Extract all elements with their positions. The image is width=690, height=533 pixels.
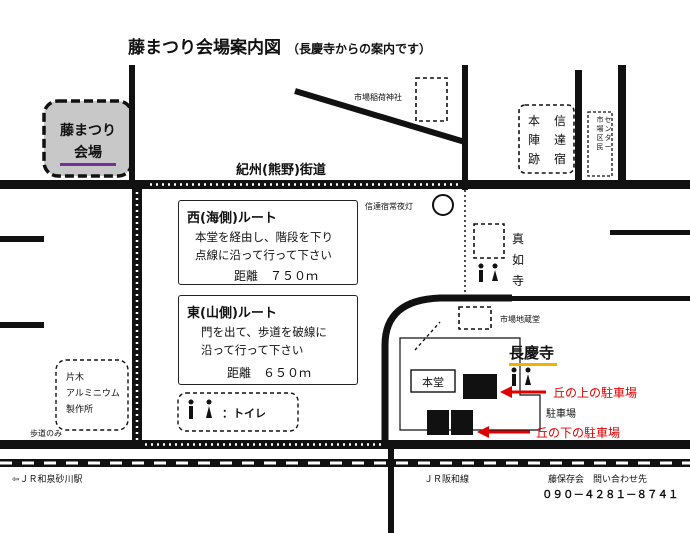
east-route-distance: 距離 ６５０ｍ [227, 366, 312, 380]
toilet-legend-icon [188, 399, 212, 419]
katagi-line2: アルミニウム [66, 388, 120, 399]
inari-shrine-label: 市場稲荷神社 [354, 92, 402, 102]
honjin-char-3: 跡 [528, 151, 540, 166]
shindachi-char-1: 信 [554, 114, 566, 128]
katagi-line1: 片木 [66, 371, 84, 383]
road-side-west-2 [0, 322, 44, 328]
west-route-line2: 点線に沿って行って下さい [195, 248, 332, 262]
jizodo-label: 市場地蔵堂 [500, 314, 540, 324]
honjin-char-2: 陣 [528, 133, 540, 147]
arrow-head-lower-icon [477, 426, 489, 438]
ichiba-center-char-7: タ [605, 133, 612, 142]
contact-org: 藤保存会 問い合わせ先 [548, 473, 647, 485]
shinnyoji-char-2: 如 [512, 252, 524, 267]
east-route-line2: 沿って行って下さい [201, 343, 304, 357]
east-route-box: 東(山側)ルート 門を出て、歩道を破線に 沿って行って下さい 距離 ６５０ｍ [178, 295, 358, 385]
shinnyoji-box [473, 223, 505, 259]
honjin-char-1: 本 [528, 114, 540, 128]
rail-line-label: ＪＲ阪和線 [424, 473, 469, 485]
katagi-line3: 製作所 [66, 403, 93, 415]
venue-underline [60, 163, 116, 166]
road-vertical-right-north-b [618, 65, 626, 185]
rail-line-bar [0, 459, 690, 467]
east-route-title: 東(山側)ルート [187, 306, 277, 321]
west-route-box: 西(海側)ルート 本堂を経由し、階段を下り 点線に沿って行って下さい 距離 ７５… [178, 200, 358, 285]
ichiba-center-char-3: 区 [597, 134, 604, 142]
hondo-box [410, 369, 456, 393]
shindachi-char-2: 達 [554, 133, 566, 147]
parking-lower-block-1 [427, 410, 449, 435]
route-dash-temple [414, 321, 441, 351]
ichiba-center-char-8: ー [605, 143, 612, 151]
parking-upper-block [463, 374, 497, 399]
ichiba-center-char-6: ン [605, 125, 612, 133]
jizodo-box [458, 306, 492, 330]
road-side-east [512, 296, 690, 301]
hondo-label: 本堂 [422, 375, 444, 389]
road-side-west-1 [0, 236, 44, 242]
map-subtitle: （長慶寺からの案内です） [287, 41, 431, 56]
road-side-east-2 [610, 230, 690, 235]
road-to-shrine [294, 88, 466, 145]
shindachi-char-3: 宿 [554, 151, 566, 166]
parking-upper-annotation: 丘の上の駐車場 [553, 385, 637, 400]
road-vertical-center-north [462, 65, 468, 190]
road-vertical-left-north [129, 65, 135, 185]
parking-lower-annotation: 丘の下の駐車場 [536, 425, 620, 440]
nightlight-icon [432, 194, 454, 216]
toilet-legend-box [177, 392, 299, 432]
toilet-icon-chokeiji [511, 367, 531, 386]
road-vertical-south [388, 440, 394, 533]
nightlight-label: 信達宿常夜灯 [365, 201, 413, 211]
map-title: 藤まつり会場案内図 [128, 37, 281, 58]
ichiba-center-char-2: 場 [597, 124, 604, 133]
ichiba-center-char-4: 民 [597, 143, 604, 151]
toilet-icon-shinnyoji [478, 263, 498, 282]
parking-label: 駐車場 [546, 407, 576, 420]
ichiba-center-char-5: セ [605, 116, 612, 124]
inari-shrine-box [415, 77, 448, 122]
road-kishu-label: 紀州(熊野)街道 [236, 162, 326, 178]
parking-lower-block-2 [451, 410, 473, 435]
ichiba-center-char-1: 市 [597, 115, 604, 124]
road-vertical-right-north-a [575, 70, 582, 185]
ichiba-center-box [587, 111, 613, 177]
road-kishu-kaido [0, 180, 690, 189]
contact-phone: ０９０－４２８１－８７４１ [542, 489, 679, 501]
temple-grounds [399, 337, 541, 431]
honjin-box [518, 104, 575, 174]
road-vertical-left [132, 188, 142, 445]
station-label: ⇦ＪＲ和泉砂川駅 [12, 473, 83, 485]
venue-label-line1: 藤まつり [60, 122, 116, 139]
shinnyoji-char-3: 寺 [512, 274, 524, 288]
chokeiji-underline [509, 363, 557, 366]
arrow-head-upper-icon [500, 386, 512, 398]
venue-label-line2: 会場 [74, 144, 102, 161]
sidewalk-only-label: 歩道のみ [30, 428, 62, 438]
west-route-title: 西(海側)ルート [187, 211, 277, 226]
toilet-legend-label: ：トイレ [222, 407, 266, 420]
katagi-box [55, 359, 129, 431]
west-route-distance: 距離 ７５０ｍ [234, 269, 319, 283]
road-curve-temple [381, 294, 512, 445]
shinnyoji-char-1: 真 [512, 232, 524, 246]
west-route-line1: 本堂を経由し、階段を下り [195, 230, 333, 244]
east-route-line1: 門を出て、歩道を破線に [201, 325, 327, 339]
chokeiji-label: 長慶寺 [509, 344, 554, 362]
